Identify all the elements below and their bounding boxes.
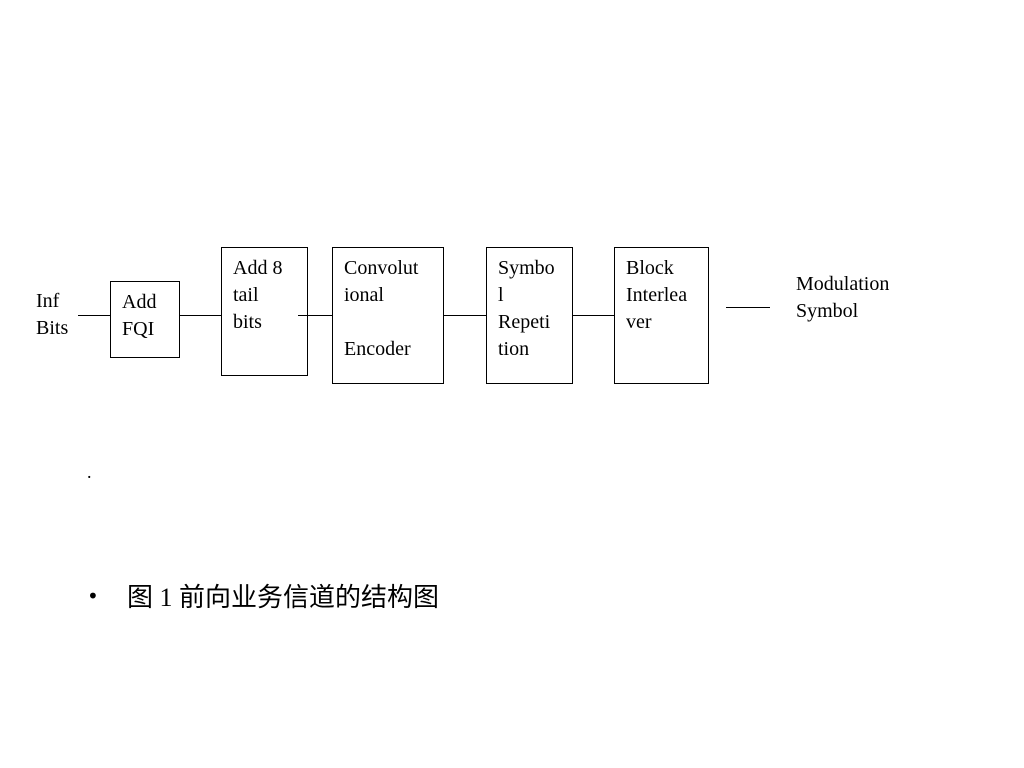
connector-tail-bits-to-encoder <box>298 315 344 316</box>
connector-input-to-add-fqi <box>78 315 122 316</box>
connector-repetition-to-interleaver <box>573 315 615 316</box>
block-add-tail-bits: Add 8 tail bits <box>221 247 308 376</box>
block-add-fqi: Add FQI <box>110 281 180 358</box>
block-interleaver: Block Interlea ver <box>614 247 709 384</box>
caption-text: 图 1 前向业务信道的结构图 <box>127 583 440 612</box>
connector-interleaver-to-output <box>726 307 770 308</box>
block-symbol-repetition: Symbo l Repeti tion <box>486 247 573 384</box>
connector-encoder-to-repetition <box>444 315 486 316</box>
input-label-inf-bits: Inf Bits <box>36 290 69 339</box>
bullet-icon: • <box>87 584 99 608</box>
figure-caption: • 图 1 前向业务信道的结构图 <box>87 578 439 616</box>
connector-add-fqi-to-tail-bits <box>180 315 222 316</box>
stray-dot: . <box>87 462 92 482</box>
block-convolutional-encoder: Convolut ional Encoder <box>332 247 444 384</box>
output-label-modulation-symbol: Modulation Symbol <box>796 273 890 322</box>
